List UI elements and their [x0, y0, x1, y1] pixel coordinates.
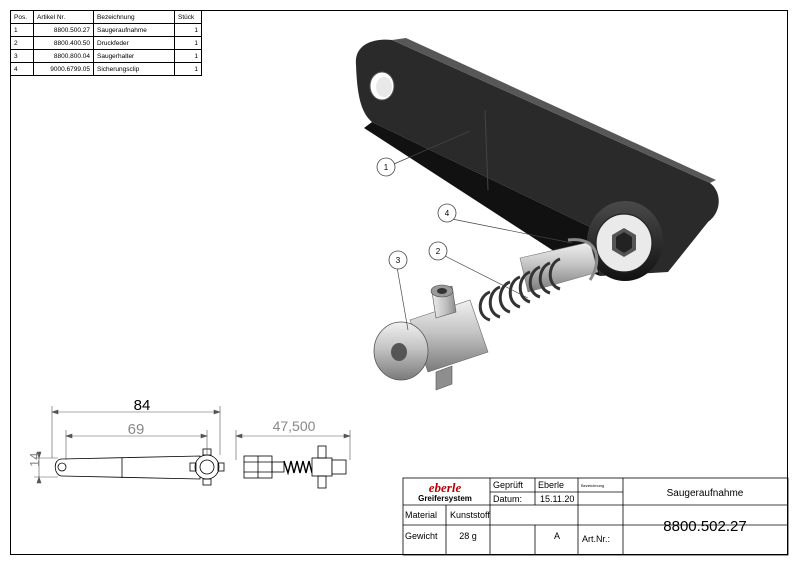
dim-height: 14 [27, 453, 42, 467]
balloon-1-label: 1 [384, 163, 389, 172]
checked-by: Eberle [538, 480, 564, 490]
part-number: 8800.502.27 [663, 518, 746, 535]
bom-row: 1 8800.500.27 Saugeraufnahme 1 [10, 23, 202, 37]
weight-label: Gewicht [405, 531, 438, 541]
front-view-dimensions [34, 406, 221, 484]
arm-3d-view [355, 38, 719, 281]
balloon-4-label: 4 [445, 209, 450, 218]
dim-length-overall: 84 [134, 397, 151, 414]
dim-side-length: 47,500 [273, 418, 316, 434]
designation-small-label: Bezeichnung [581, 483, 604, 488]
title-block [402, 477, 789, 556]
bom-cell: 9000.6799.05 [33, 62, 94, 76]
part-no-label: Art.Nr.: [582, 534, 610, 544]
side-view [243, 445, 347, 489]
material-value: Kunststoff [450, 510, 490, 520]
balloon-1: 1 [376, 157, 396, 177]
leader-lines [393, 130, 573, 331]
bom-row: 4 9000.6799.05 Sicherungsclip 1 [10, 62, 202, 76]
bill-of-materials: Pos. Artikel Nr. Bezeichnung Stück 1 880… [10, 10, 202, 76]
company-name: Greifersystem [418, 494, 472, 503]
balloon-3: 3 [388, 250, 408, 270]
balloon-2: 2 [428, 241, 448, 261]
balloon-2-label: 2 [436, 247, 441, 256]
date-value: 15.11.20 [540, 494, 574, 504]
bom-row: 3 8800.800.04 Saugerhalter 1 [10, 49, 202, 63]
date-label: Datum: [493, 494, 522, 504]
side-view-dimensions [235, 430, 351, 460]
holder-3d-view [373, 238, 599, 391]
material-label: Material [405, 510, 437, 520]
revision-value: A [554, 531, 560, 541]
drawing-frame [10, 10, 788, 555]
front-view [54, 448, 225, 486]
drawing-title: Saugeraufnahme [667, 488, 744, 499]
dim-length-inner: 69 [128, 421, 145, 438]
bom-cell: 1 [174, 62, 202, 76]
bom-header-row: Pos. Artikel Nr. Bezeichnung Stück [10, 10, 202, 24]
balloon-4: 4 [437, 203, 457, 223]
balloon-3-label: 3 [396, 256, 401, 265]
checked-label: Geprüft [493, 480, 524, 490]
company-logo: eberle [429, 480, 462, 495]
weight-value: 28 g [459, 531, 477, 541]
bom-cell: 4 [10, 62, 34, 76]
